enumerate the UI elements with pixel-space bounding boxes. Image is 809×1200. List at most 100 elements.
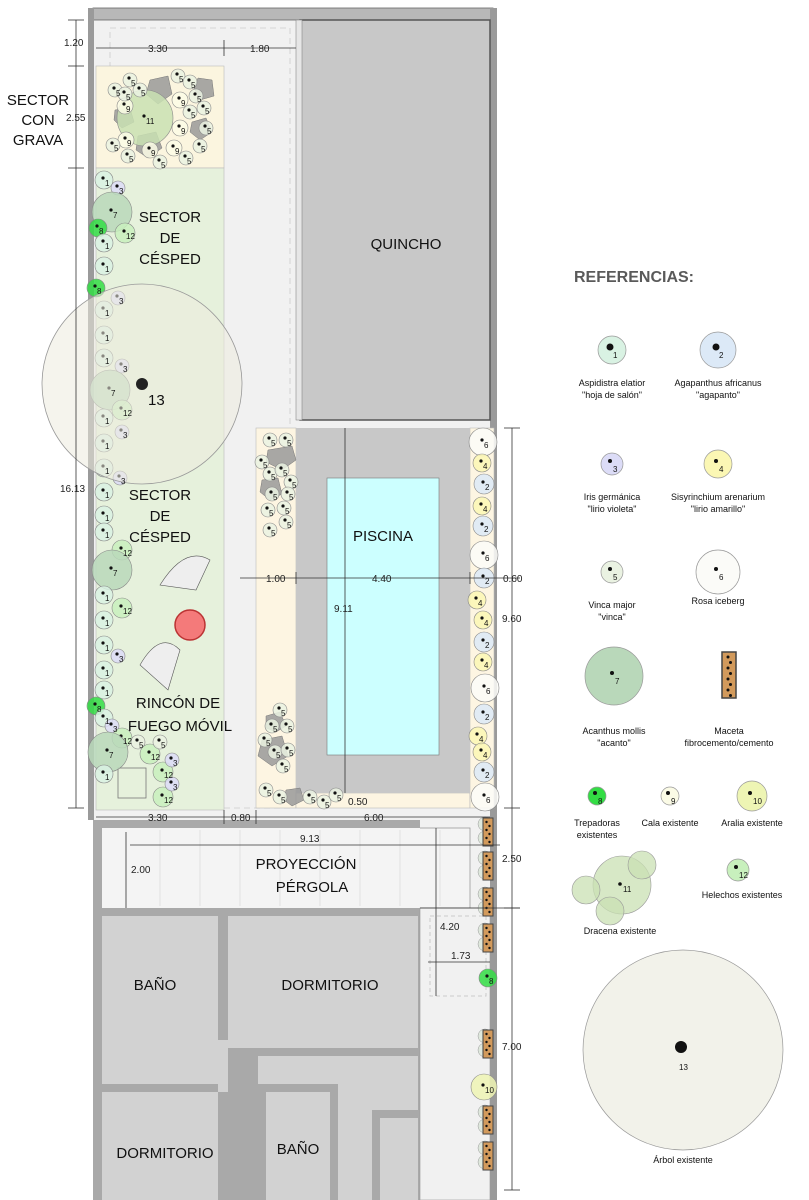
legend-swatch: [600, 560, 624, 584]
dimension-label: 0.50: [348, 797, 368, 808]
plant-center-dot: [160, 793, 164, 797]
plant-number: 5: [273, 725, 278, 734]
plant-circle: [111, 597, 133, 619]
gravel-label: CON: [21, 112, 54, 129]
plant-labels-layer: 1378121183111371213113111127112113118131…: [97, 75, 494, 1095]
lawn-label: CÉSPED: [139, 251, 201, 268]
legend-center-dot: [608, 567, 612, 571]
plant-circle: [94, 764, 114, 784]
plant-number: 5: [271, 529, 276, 538]
plant-circle: [473, 631, 495, 653]
plant-circle: [164, 776, 180, 792]
plant-number: 5: [161, 161, 166, 170]
plant-5: [122, 72, 138, 88]
legend-swatch: [726, 858, 750, 882]
plant-center-dot: [101, 666, 105, 670]
plant-1: [94, 256, 114, 276]
plant-5: [278, 432, 294, 448]
room-dormitorio-2: [102, 1092, 218, 1200]
plant-6: [470, 673, 500, 703]
plant-center-dot: [93, 284, 97, 288]
planter-icon: [721, 651, 737, 699]
plant-center-dot: [272, 748, 276, 752]
plant-number: 8: [97, 705, 102, 714]
legend-center-dot: [606, 343, 614, 351]
plant-center-dot: [203, 124, 207, 128]
legend-center-dot: [675, 1041, 687, 1053]
plant-circle: [110, 648, 126, 664]
plant-circle: [196, 100, 212, 116]
plant-number: 5: [266, 739, 271, 748]
plant-center-dot: [101, 488, 105, 492]
plant-2: [472, 515, 494, 537]
plant-circle: [472, 496, 492, 516]
plant-center-dot: [160, 768, 164, 772]
plant-number: 1: [105, 442, 110, 451]
door-opening: [218, 1040, 228, 1092]
plant-number: 5: [271, 439, 276, 448]
planter-icon: [477, 1028, 494, 1059]
plant-circle: [94, 585, 114, 605]
legend-caption: "vinca": [598, 612, 625, 622]
plant-center-dot: [101, 591, 105, 595]
plant-5: [275, 758, 291, 774]
plant-center-dot: [101, 616, 105, 620]
plant-circle: [192, 138, 208, 154]
side-pergola: [429, 915, 487, 997]
plant-number: 4: [484, 661, 489, 670]
plant-number: 5: [116, 89, 121, 98]
plant-center-dot: [122, 229, 126, 233]
legend-number: 4: [719, 465, 724, 474]
legend-caption: "acanto": [597, 738, 630, 748]
plant-5: [132, 82, 148, 98]
plant-center-dot: [171, 144, 175, 148]
dimension-label: 4.20: [440, 922, 460, 933]
plant-center-dot: [169, 780, 173, 784]
pergola-label: PROYECCIÓN: [256, 856, 357, 873]
plant-5: [316, 794, 332, 810]
plant-5: [198, 120, 214, 136]
plant-number: 7: [113, 569, 118, 578]
plant-circle: [473, 473, 495, 495]
plant-center-dot: [101, 714, 105, 718]
plant-number: 3: [119, 655, 124, 664]
plant-number: 1: [105, 265, 110, 274]
plant-number: 1: [105, 689, 110, 698]
plant-number: 5: [287, 521, 292, 530]
dimension-label: 0.80: [231, 813, 251, 824]
plant-center-dot: [481, 710, 485, 714]
legend-caption: "hoja de salón": [582, 390, 642, 400]
plant-center-dot: [479, 459, 483, 463]
legend-caption: Árbol existente: [653, 1155, 713, 1165]
plant-number: 5: [126, 93, 131, 102]
plant-number: 3: [173, 783, 178, 792]
legend-title: REFERENCIAS:: [574, 269, 694, 286]
plant-number: 1: [105, 179, 110, 188]
plant-center-dot: [481, 1083, 485, 1087]
plant-number: 5: [289, 493, 294, 502]
plant-center-dot: [115, 184, 119, 188]
plant-number: 5: [179, 75, 184, 84]
room-label: DORMITORIO: [116, 1145, 213, 1162]
plant-center-dot: [481, 768, 485, 772]
plant-7: [91, 549, 133, 591]
plant-center-dot: [481, 480, 485, 484]
plant-8: [86, 278, 106, 298]
plant-circle: [94, 660, 114, 680]
plant-circle: [178, 150, 194, 166]
plant-number: 5: [281, 709, 286, 718]
plant-number: 1: [105, 491, 110, 500]
plant-number: 5: [271, 473, 276, 482]
plant-number: 1: [105, 417, 110, 426]
plant-circle: [94, 610, 114, 630]
dimension-label: 1.00: [266, 574, 286, 585]
plant-circle: [478, 968, 498, 988]
plant-number: 5: [129, 155, 134, 164]
legend-center-dot: [610, 671, 614, 675]
plant-center-dot: [127, 76, 131, 80]
plant-circle: [467, 590, 487, 610]
plant-number: 5: [288, 725, 293, 734]
